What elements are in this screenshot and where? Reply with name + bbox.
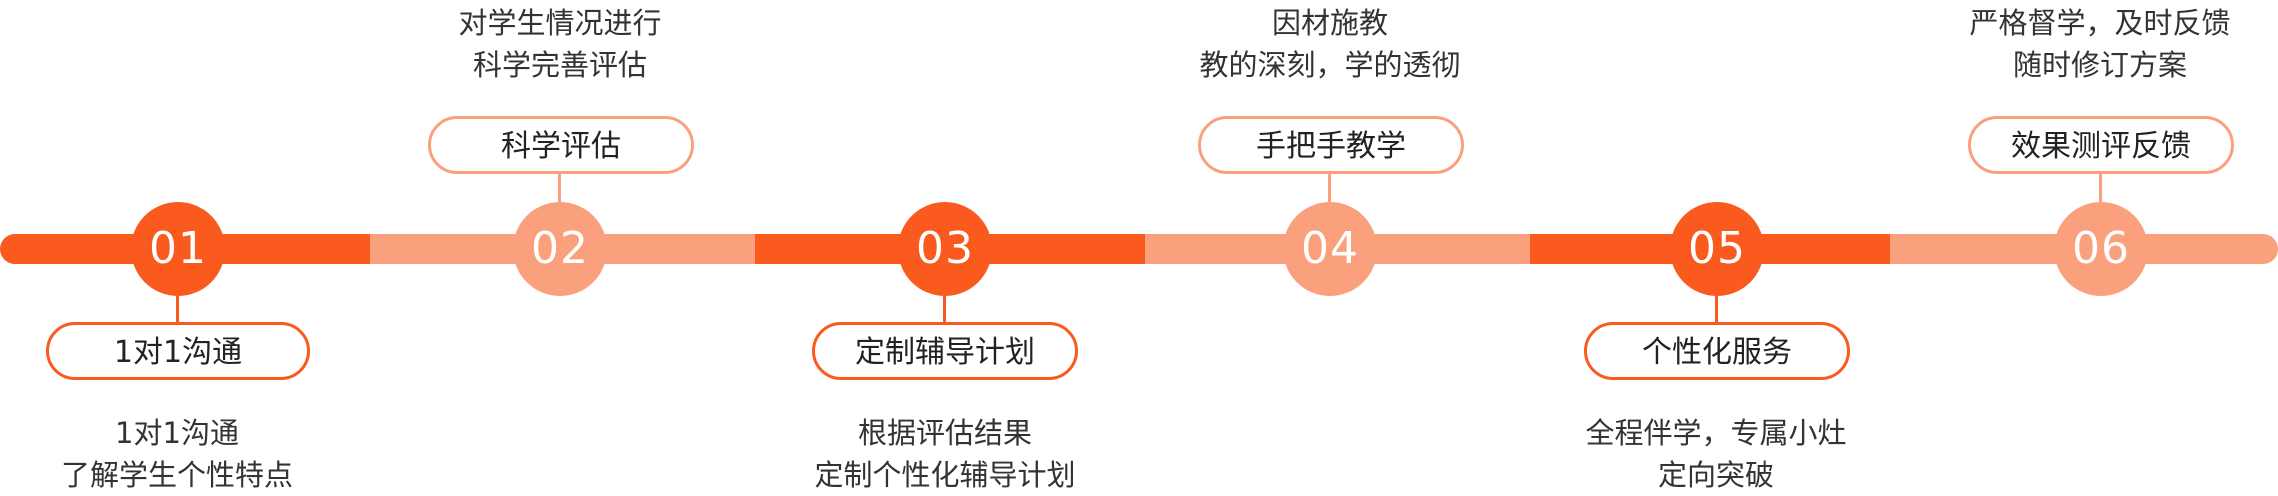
step-connector <box>1715 296 1718 322</box>
step-number-badge: 03 <box>898 202 992 296</box>
step-description-line: 教的深刻，学的透彻 <box>1199 48 1461 82</box>
step-number-badge: 01 <box>131 202 225 296</box>
step-description: 根据评估结果 定制个性化辅导计划 <box>745 412 1145 496</box>
step-description: 1对1沟通 了解学生个性特点 <box>0 412 377 496</box>
step-description-line: 1对1沟通 <box>115 416 239 450</box>
step-description-line: 科学完善评估 <box>472 48 647 82</box>
step-connector <box>943 296 946 322</box>
step-connector <box>1328 174 1331 202</box>
step-title-pill: 定制辅导计划 <box>812 322 1078 380</box>
step-description-line: 因材施教 <box>1271 6 1388 40</box>
step-number-badge: 02 <box>513 202 607 296</box>
step-number-badge: 04 <box>1283 202 1377 296</box>
step-connector <box>176 296 179 322</box>
step-description-line: 随时修订方案 <box>2012 48 2187 82</box>
step-description-line: 了解学生个性特点 <box>60 458 293 492</box>
track-end-cap <box>2248 234 2278 264</box>
step-number-badge: 05 <box>1670 202 1764 296</box>
step-connector <box>558 174 561 202</box>
step-description-line: 全程伴学，专属小灶 <box>1585 416 1847 450</box>
step-description: 全程伴学，专属小灶 定向突破 <box>1516 412 1916 496</box>
step-description-line: 定向突破 <box>1657 458 1774 492</box>
step-number-badge: 06 <box>2054 202 2148 296</box>
step-title-pill: 手把手教学 <box>1198 116 1464 174</box>
step-description: 对学生情况进行 科学完善评估 <box>360 2 760 86</box>
step-connector <box>2099 174 2102 202</box>
step-description: 因材施教 教的深刻，学的透彻 <box>1130 2 1530 86</box>
step-description-line: 严格督学，及时反馈 <box>1969 6 2231 40</box>
step-title-pill: 1对1沟通 <box>46 322 310 380</box>
step-description-line: 根据评估结果 <box>857 416 1032 450</box>
step-title-pill: 效果测评反馈 <box>1968 116 2234 174</box>
step-title-pill: 个性化服务 <box>1584 322 1850 380</box>
step-title-pill: 科学评估 <box>428 116 694 174</box>
step-description: 严格督学，及时反馈 随时修订方案 <box>1900 2 2278 86</box>
step-description-line: 对学生情况进行 <box>458 6 662 40</box>
step-description-line: 定制个性化辅导计划 <box>814 458 1076 492</box>
